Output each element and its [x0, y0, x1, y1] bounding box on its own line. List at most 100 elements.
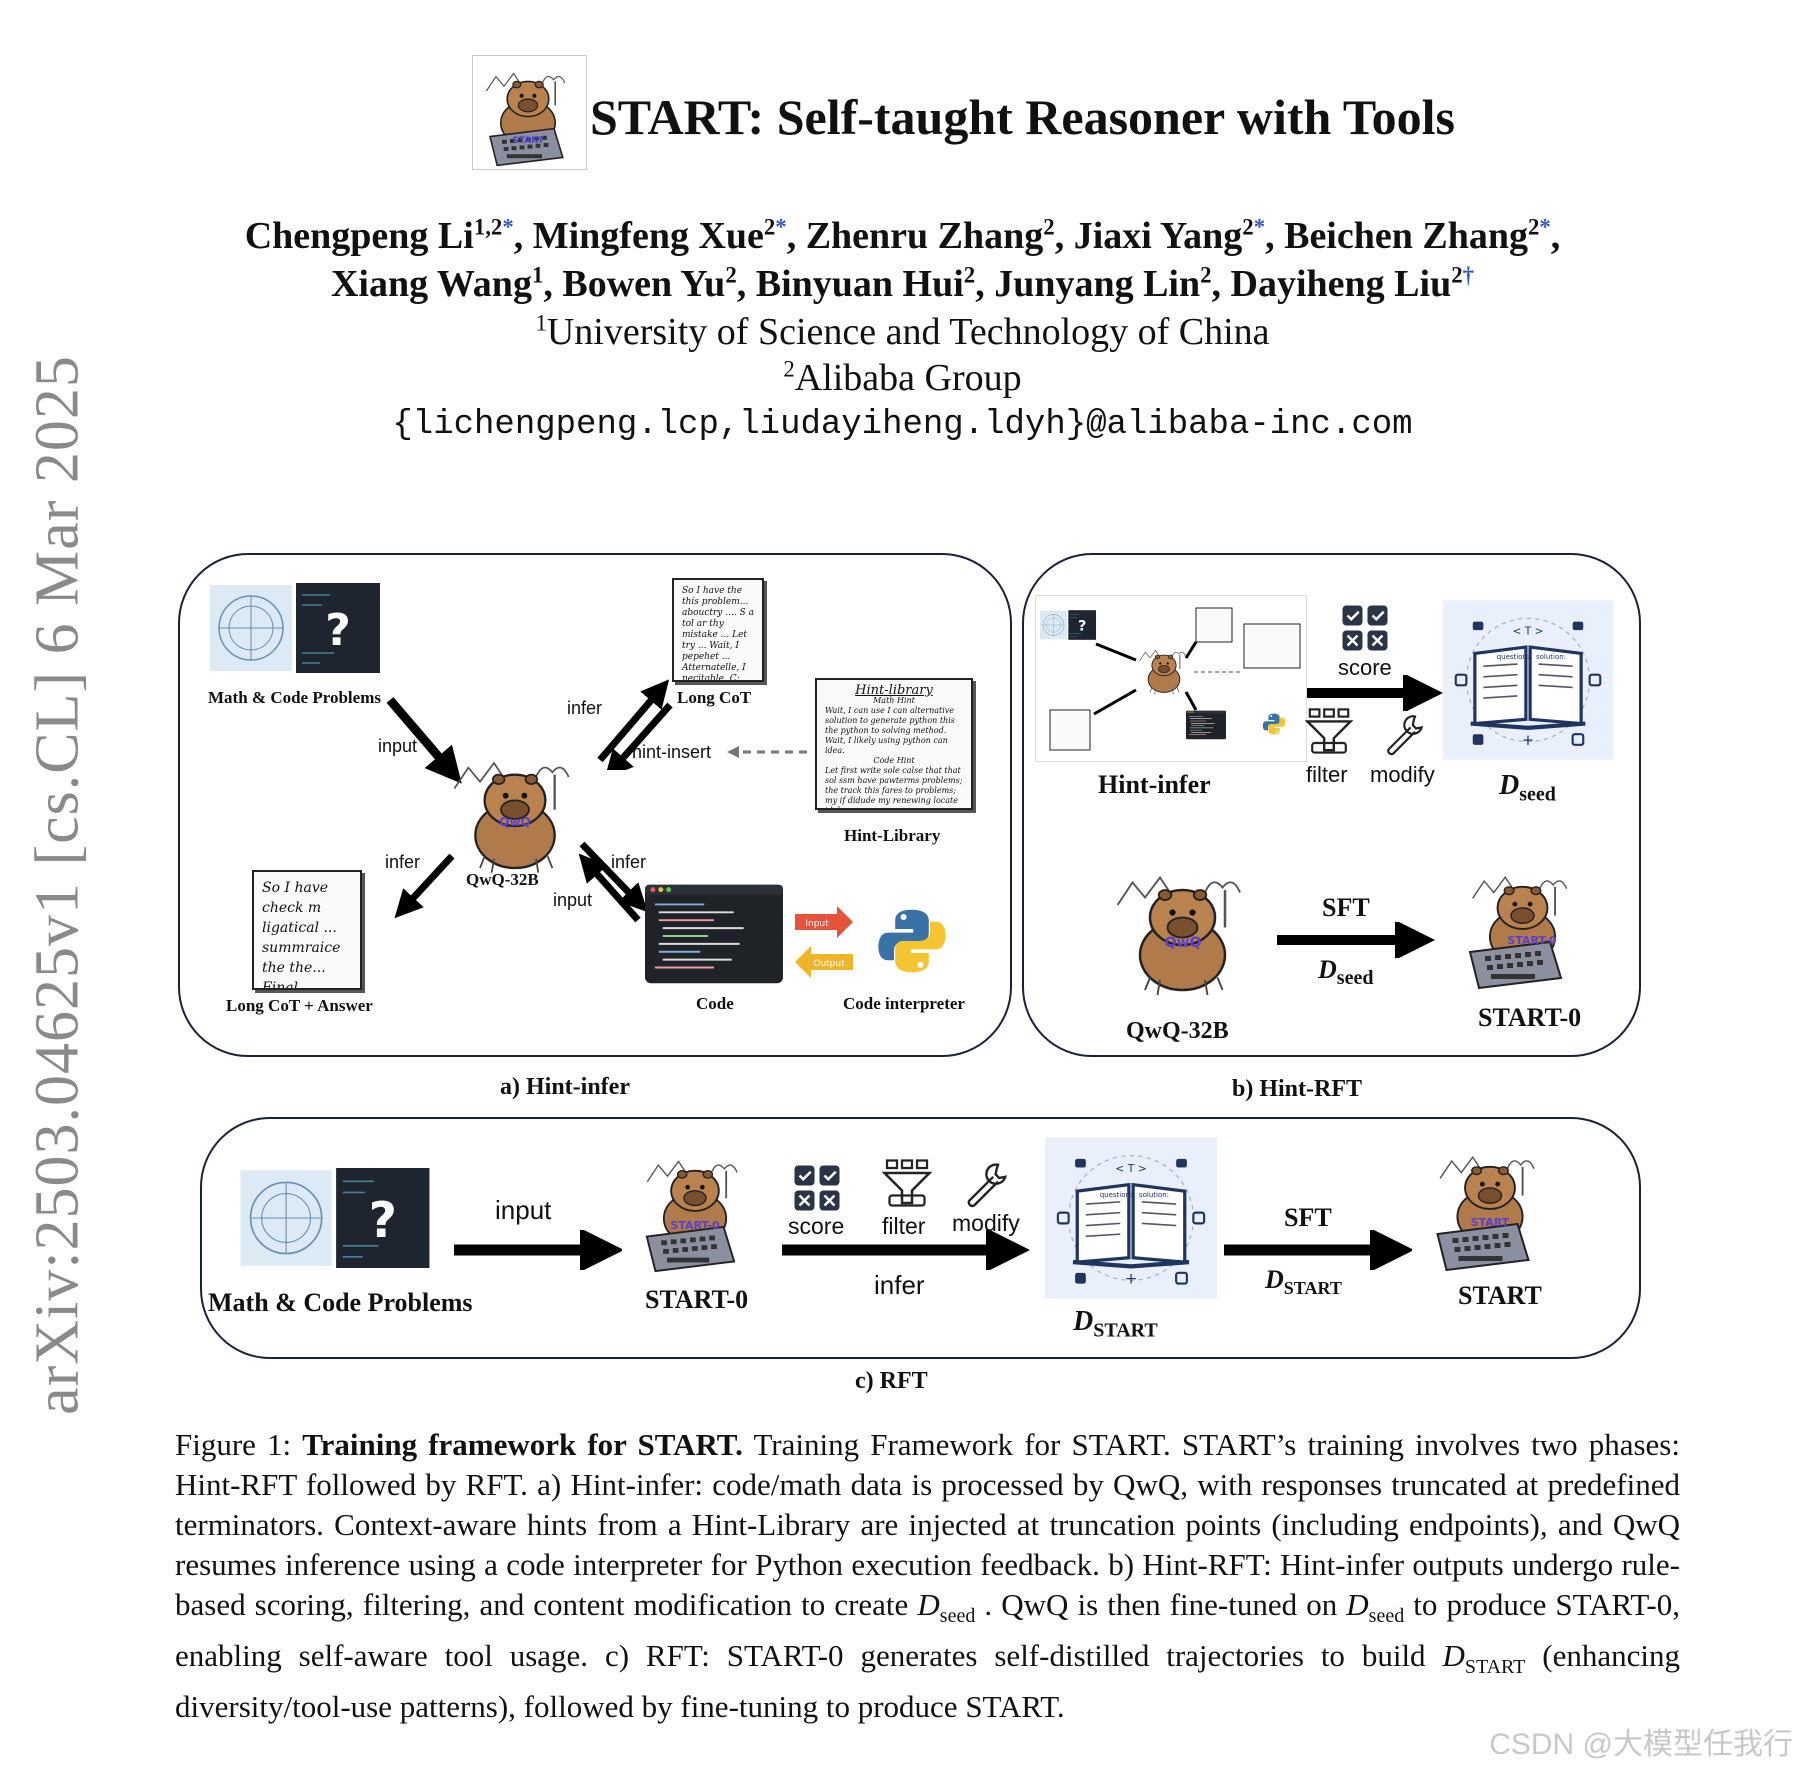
authors-line-2: Xiang Wang1, Bowen Yu2, Binyuan Hui2, Ju…: [330, 262, 1475, 305]
author-name: Zhenru Zhang: [805, 215, 1044, 257]
wrench-icon: [1387, 715, 1423, 756]
svg-text:solution:: solution:: [1536, 653, 1566, 661]
long-cot-label: Long CoT: [677, 688, 752, 707]
qwq-badge: QwQ: [499, 815, 531, 829]
model-label: QwQ-32B: [466, 870, 539, 889]
filter-icon-c: [883, 1159, 931, 1207]
qwq-capybara-b: QwQ: [1116, 876, 1242, 997]
arrow-infer-c: [782, 1230, 1030, 1270]
svg-text:Output: Output: [813, 959, 845, 969]
watermark: CSDN @大模型任我行: [1489, 1728, 1793, 1761]
arrow-infer-code: [578, 841, 648, 923]
author-name: Junyang Lin: [994, 263, 1201, 305]
hint-library-math-text: Wait, I can use I can alternative soluti…: [825, 706, 955, 755]
math-code-problems-image: [210, 583, 380, 673]
dstart-book-image: question: solution:: [1045, 1133, 1217, 1303]
author-affiliation-marker: 2: [1200, 262, 1212, 288]
hint-library-math-heading: Math Hint: [873, 696, 915, 705]
dstart-label-sft: DSTART: [1265, 1265, 1342, 1299]
score-icon: [1341, 604, 1389, 652]
hint-library-code-heading: Code Hint: [873, 756, 915, 765]
author-name: Dayiheng Liu: [1230, 263, 1452, 305]
panel-c-caption: c) RFT: [855, 1368, 928, 1394]
figure-1: Math & Code Problems input QwQ QwQ-32B i…: [178, 553, 1641, 1394]
start-logo: START: [472, 55, 587, 170]
answer-note: So I have check m ligatical ... summraic…: [252, 870, 362, 990]
dseed-book-image: question: solution:: [1443, 595, 1613, 765]
arrow-input: [386, 697, 462, 784]
paper-title: START: Self-taught Reasoner with Tools: [590, 89, 1456, 145]
score-label-c: score: [788, 1213, 845, 1239]
score-label: score: [1338, 655, 1392, 680]
code-editor-image: [645, 884, 783, 984]
hint-insert-label: hint-insert: [632, 742, 712, 762]
arrow-infer-up: [597, 679, 673, 770]
author-email: {lichengpeng.lcp,liudayiheng.ldyh}@aliba…: [392, 406, 1413, 444]
code-label: Code: [696, 994, 734, 1013]
dstart-label: DSTART: [1073, 1306, 1158, 1342]
panel-b-caption: b) Hint-RFT: [1232, 1076, 1363, 1102]
qwq-badge-b: QwQ: [1165, 935, 1202, 951]
start0-badge-c: START-0: [670, 1219, 720, 1232]
arrow-infer-down: [394, 853, 455, 919]
hint-insert-dashed-arrow: [727, 746, 807, 758]
start-badge-c: START: [1471, 1216, 1510, 1229]
sft-label-b: SFT: [1322, 893, 1370, 922]
input-label-c: input: [495, 1195, 552, 1225]
author-affiliation-marker: 2*: [1242, 214, 1266, 240]
wrench-icon-c: [967, 1163, 1007, 1208]
start0-badge-b: START-0: [1507, 934, 1557, 947]
qwq-label-b: QwQ-32B: [1126, 1018, 1229, 1044]
hint-infer-label: Hint-infer: [1098, 770, 1211, 799]
hint-library-label: Hint-Library: [844, 826, 941, 845]
author-name: Chengpeng Li: [244, 215, 474, 257]
filter-label: filter: [1306, 762, 1348, 787]
qwq-capybara: QwQ: [453, 761, 570, 874]
logo-badge: START: [512, 136, 544, 146]
author-name: Jiaxi Yang: [1073, 215, 1243, 257]
infer-down-label: infer: [385, 852, 421, 872]
math-code-problems-image-c: [239, 1168, 431, 1268]
start-label-c: START: [1458, 1281, 1542, 1310]
author-name: Binyuan Hui: [755, 263, 964, 305]
infer-up-label: infer: [567, 698, 603, 718]
filter-icon: [1306, 708, 1352, 754]
author-affiliation-marker: 1: [531, 262, 544, 288]
author-affiliation-marker: 2: [725, 262, 737, 288]
start0-label-b: START-0: [1478, 1003, 1582, 1032]
svg-text:Input: Input: [805, 919, 829, 929]
author-name: Mingfeng Xue: [532, 215, 764, 257]
arrow-to-dseed: [1307, 675, 1443, 711]
dseed-label: Dseed: [1499, 770, 1556, 806]
modify-label: modify: [1370, 762, 1435, 787]
arrow-sft-c: [1224, 1230, 1412, 1270]
svg-text:question:: question:: [1497, 653, 1530, 661]
problems-label: Math & Code Problems: [208, 688, 381, 707]
start0-capybara-b: START-0: [1468, 876, 1568, 990]
input-output-arrows: Input Output: [795, 906, 853, 978]
affiliation-1: 1University of Science and Technology of…: [535, 310, 1270, 353]
author-name: Xiang Wang: [330, 263, 532, 305]
infer-code-label: infer: [611, 852, 647, 872]
start-capybara-c: START: [1436, 1156, 1536, 1272]
author-affiliation-marker: 2†: [1451, 262, 1475, 288]
dseed-label-b: Dseed: [1318, 955, 1374, 990]
answer-label: Long CoT + Answer: [226, 996, 373, 1015]
infer-label-c: infer: [874, 1270, 925, 1300]
author-affiliation-marker: 1,2*: [473, 214, 514, 240]
input-code-label: input: [553, 890, 593, 910]
author-name: Bowen Yu: [562, 263, 726, 305]
sft-label-c: SFT: [1284, 1203, 1332, 1232]
long-cot-note: So I have the this problem... abouctry .…: [672, 578, 764, 682]
panel-a-caption: a) Hint-infer: [500, 1074, 630, 1100]
arrow-sft-b: [1277, 922, 1435, 958]
filter-label-c: filter: [882, 1213, 926, 1239]
input-label: input: [378, 736, 418, 756]
hint-infer-thumbnail: [1035, 595, 1307, 762]
arrow-input-c: [454, 1230, 622, 1270]
start0-label-c: START-0: [645, 1285, 749, 1314]
hint-library-code-text: Let first write sole calse that that sol…: [825, 766, 963, 808]
figure-caption: Figure 1: Training framework for START. …: [175, 1427, 1680, 1725]
python-logo: [878, 909, 946, 973]
authors-line-1: Chengpeng Li1,2*, Mingfeng Xue2*, Zhenru…: [244, 214, 1561, 257]
